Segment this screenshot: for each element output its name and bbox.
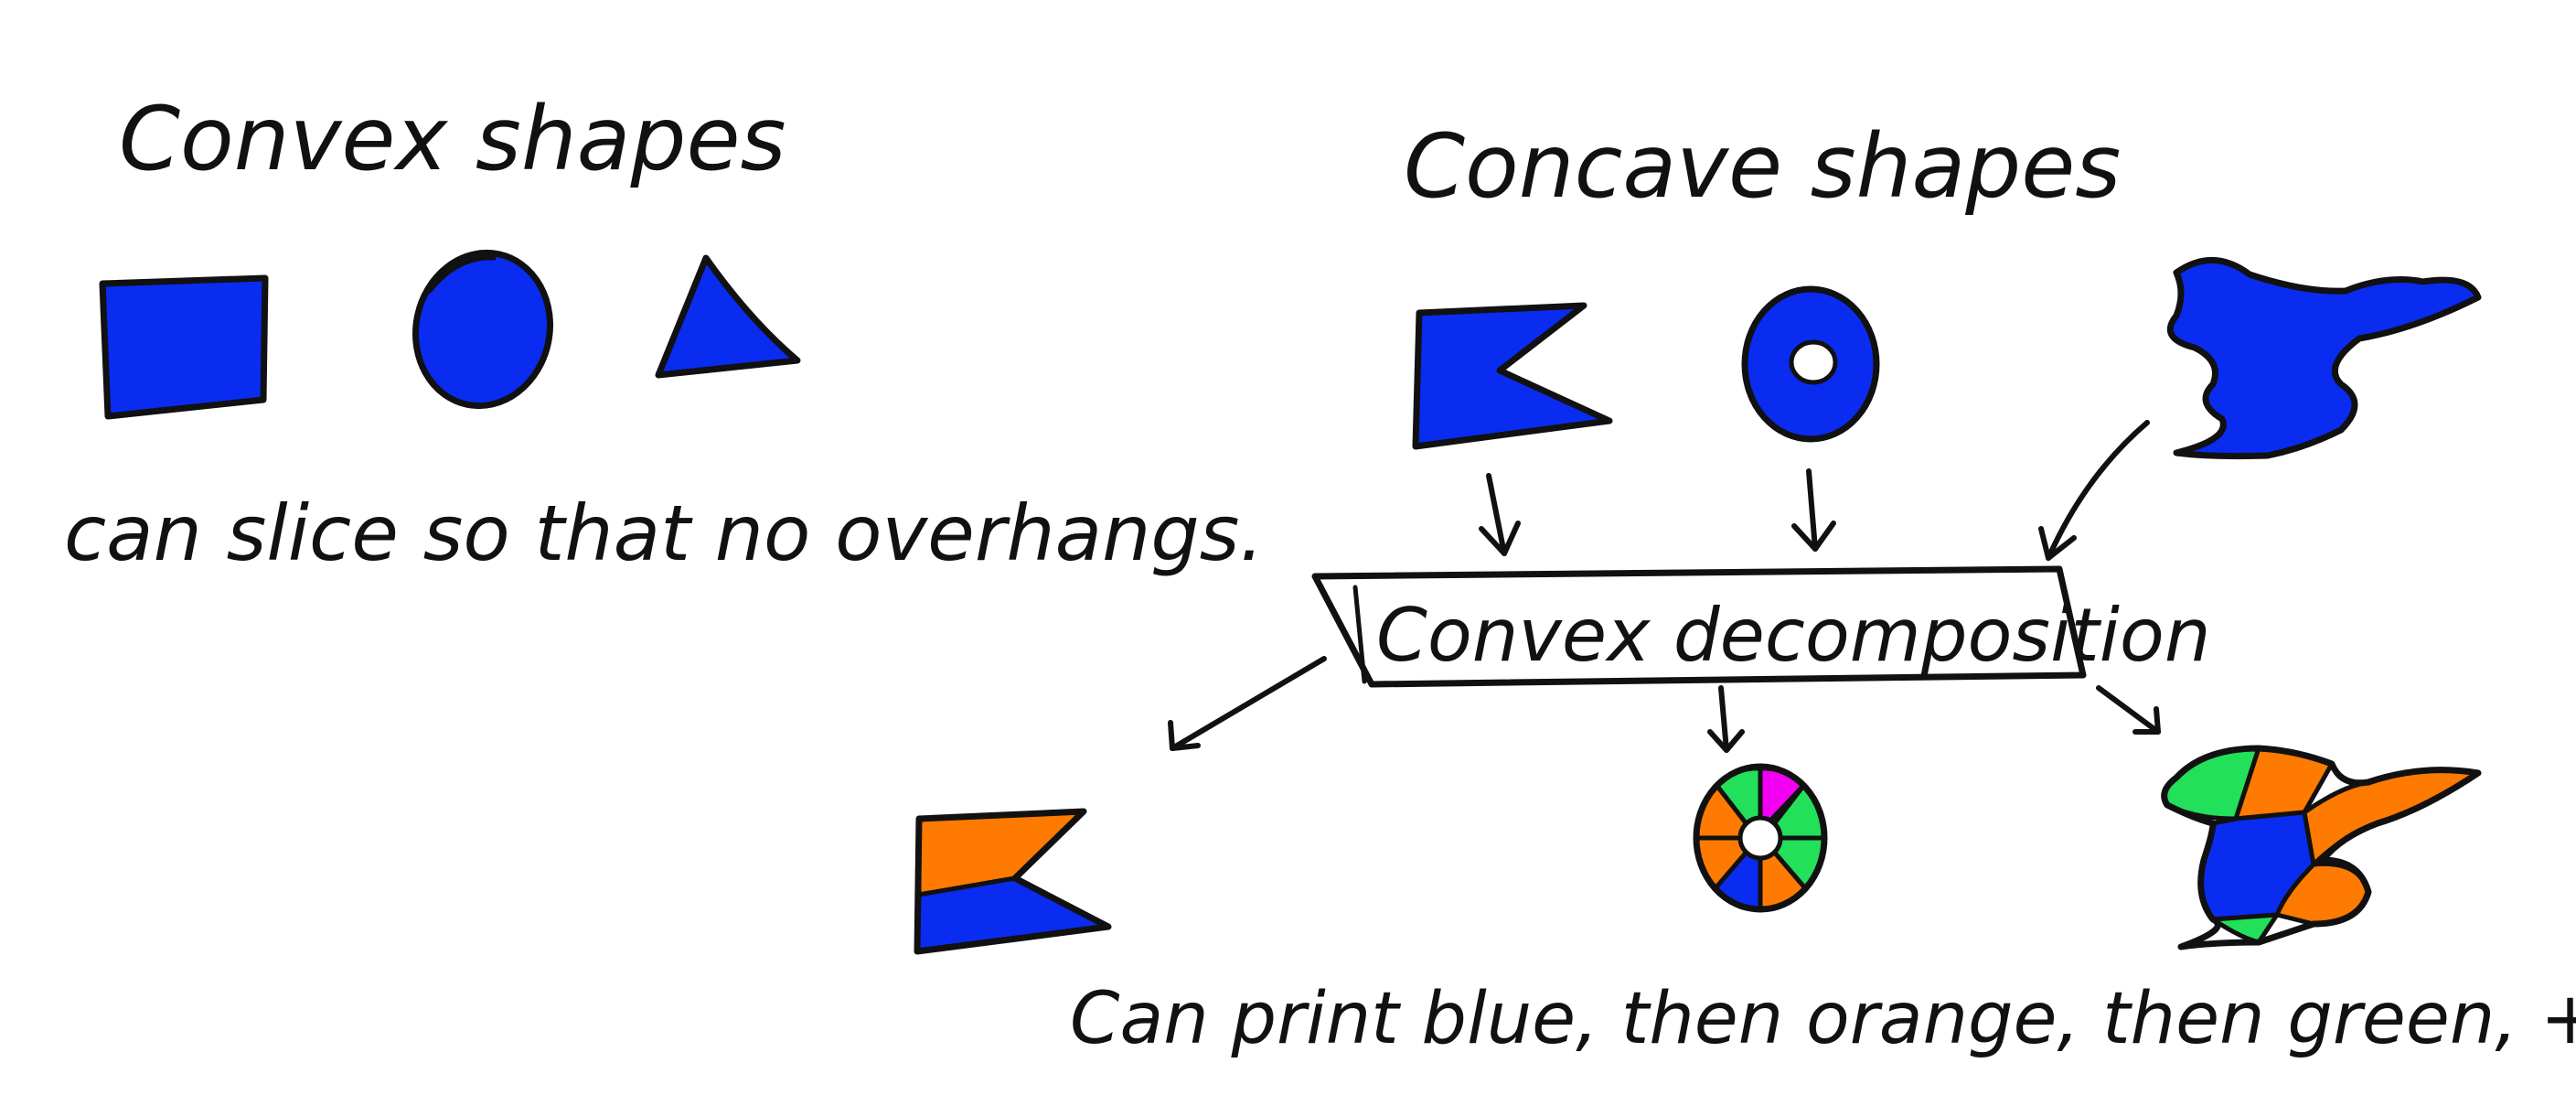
- arrow-ring-to-box: [1791, 468, 1836, 552]
- arrow-box-to-ring: [1707, 685, 1745, 753]
- flag-decomposed-icon: [914, 808, 1112, 955]
- flag-icon: [1412, 302, 1613, 450]
- arrow-flag-to-box: [1479, 473, 1521, 556]
- arrow-blob-to-box: [2038, 420, 2150, 561]
- convex-decomposition-box: Convex decomposition: [1311, 565, 2211, 688]
- arrow-box-to-blob: [2096, 685, 2161, 735]
- convex-caption: can slice so that no overhangs.: [64, 489, 1264, 578]
- circle-icon: [412, 249, 554, 410]
- blob-decomposed-icon: [2161, 745, 2482, 950]
- blob-icon: [2166, 257, 2482, 460]
- triangle-icon: [655, 254, 801, 379]
- arrow-box-to-flag: [1168, 656, 1327, 751]
- convex-shapes-title: Convex shapes: [119, 88, 786, 190]
- ring-icon: [1741, 285, 1880, 443]
- ring-decomposed-icon: [1693, 763, 1828, 913]
- decomposition-label: Convex decomposition: [1376, 593, 2211, 678]
- concave-shapes-title: Concave shapes: [1404, 115, 2121, 218]
- print-order-caption: Can print blue, then orange, then green,…: [1070, 978, 2576, 1060]
- square-icon: [99, 274, 269, 420]
